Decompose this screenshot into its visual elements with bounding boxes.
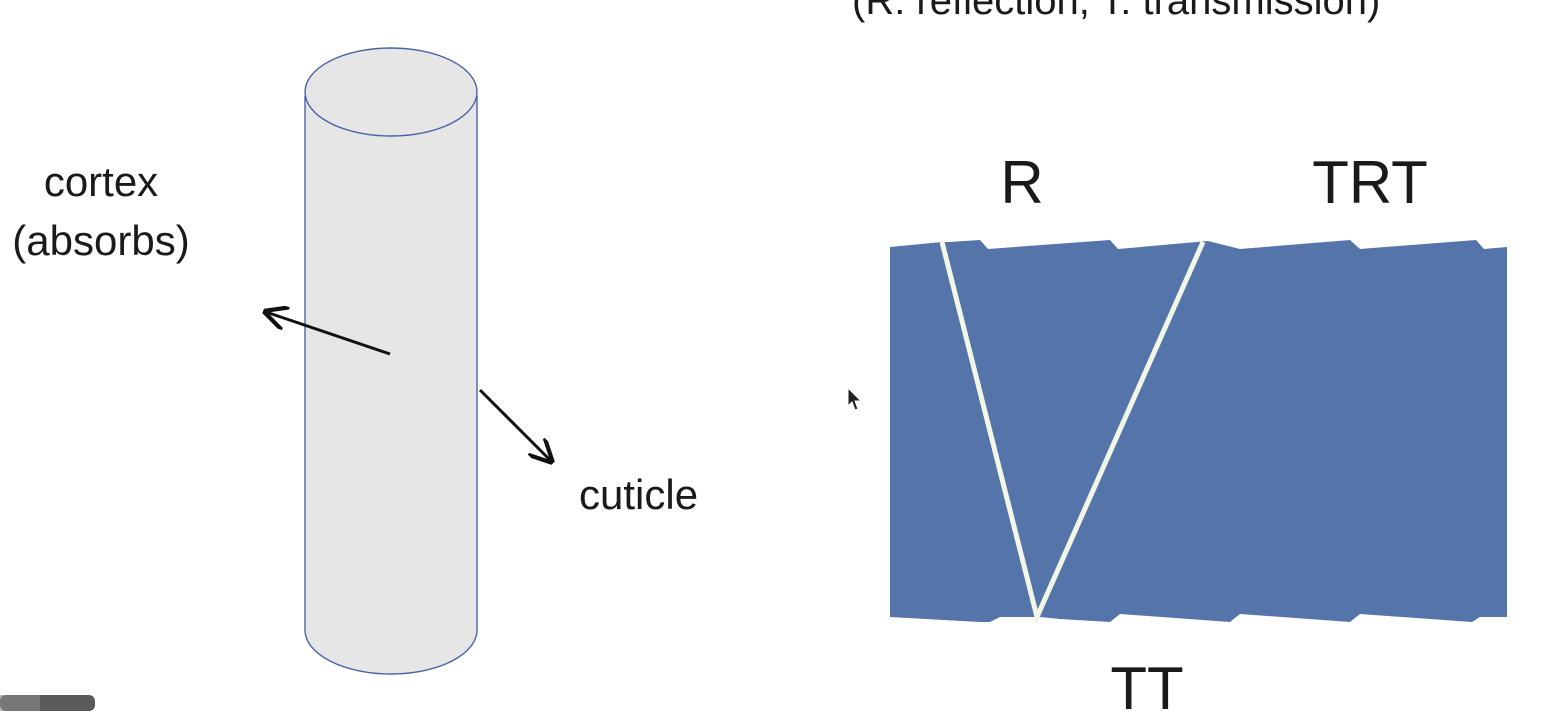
cortex-absorbs-label: (absorbs): [12, 217, 189, 264]
mouse-pointer-icon: [847, 386, 863, 411]
cuticle-band: [890, 240, 1507, 622]
r-path-label: R: [1000, 149, 1043, 216]
hair-fiber-cylinder: [304, 47, 478, 675]
slide-caption: (R: reflection, T: transmission): [852, 0, 1380, 23]
light-path-r-tt: [939, 240, 1206, 625]
cortex-label: cortex: [44, 158, 158, 205]
cortex-arrow: [266, 312, 391, 356]
cuticle-label: cuticle: [579, 471, 698, 518]
cuticle-arrow: [478, 388, 551, 461]
trt-path-label: TRT: [1312, 149, 1428, 216]
tt-path-label: TT: [1110, 655, 1183, 711]
corner-overlay-highlight: [0, 695, 40, 711]
